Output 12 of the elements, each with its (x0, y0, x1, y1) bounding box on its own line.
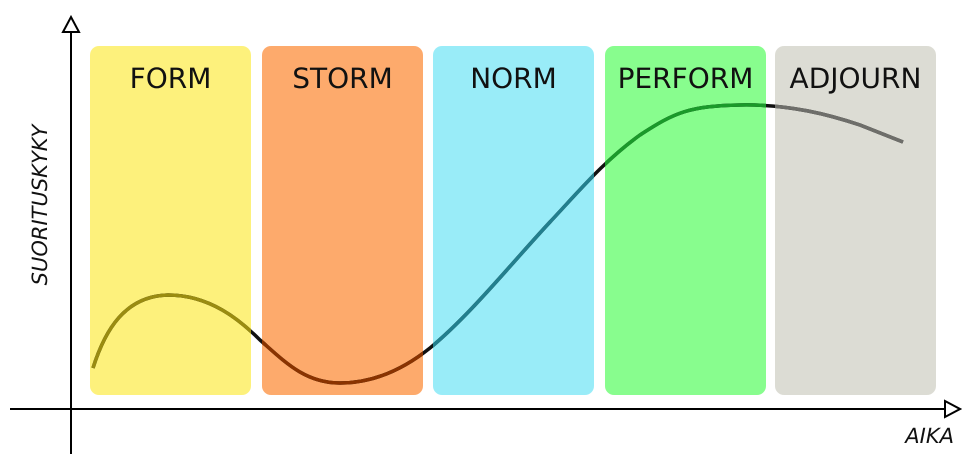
stage-band (433, 46, 594, 395)
axis-title: AIKA (905, 424, 954, 448)
axis-title: SUORITUSKYKY (28, 124, 52, 286)
stage-label: STORM (291, 62, 394, 95)
stage-band (775, 46, 936, 395)
stage-band (262, 46, 423, 395)
stage-label: FORM (128, 62, 212, 95)
stage-label: PERFORM (616, 62, 754, 95)
stage-band (90, 46, 251, 395)
stage-label: ADJOURN (788, 62, 922, 95)
stage-label: NORM (469, 62, 558, 95)
stage-band (605, 46, 766, 395)
